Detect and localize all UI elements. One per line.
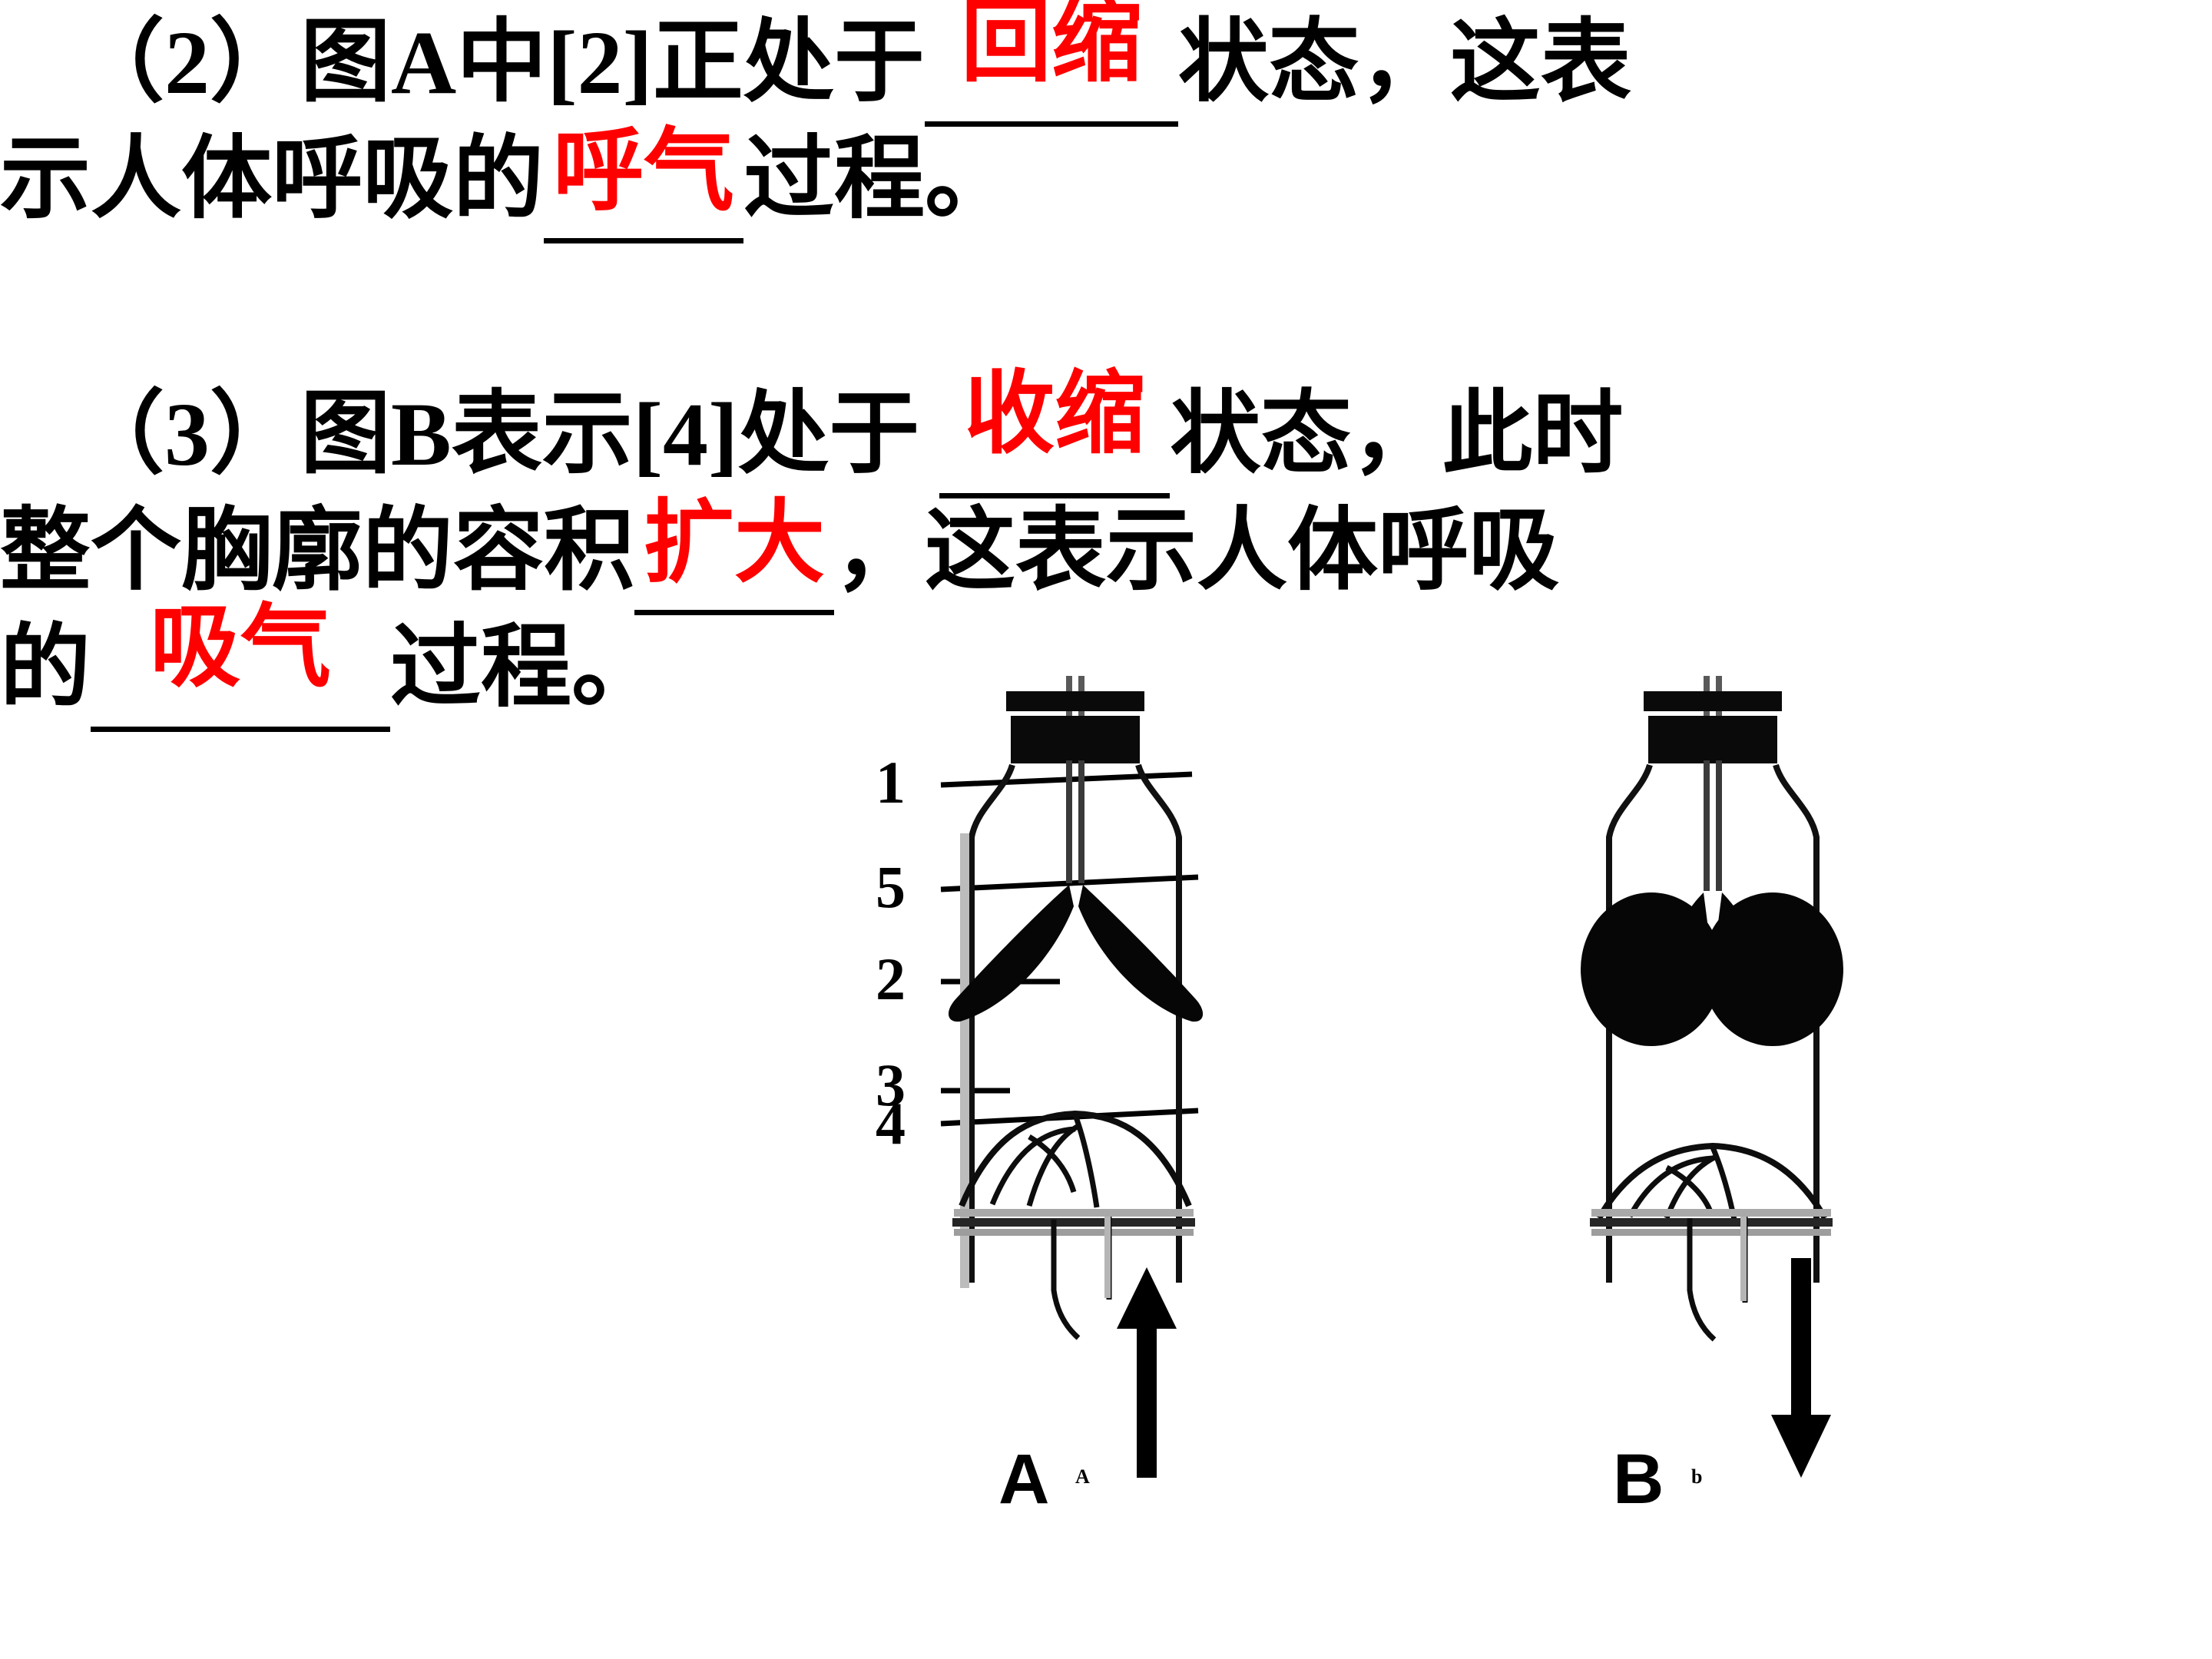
q3-answer-2: 扩大 <box>644 493 826 594</box>
q2-line2-before: 示人体呼吸的 <box>0 129 545 230</box>
panel-a-bell-jar <box>948 676 1204 1478</box>
panel-a-trachea-left <box>1066 760 1072 883</box>
q3-blank-1[interactable]: 收缩 <box>939 364 1171 498</box>
q3-line1-before: 图B表示[4]处于 <box>300 384 920 485</box>
panel-a-diaphragm-fold-3 <box>1072 1114 1100 1208</box>
q3-line-3: 的吸气过程。 <box>0 598 2212 732</box>
callout-label-1: 1 <box>876 749 906 816</box>
panel-b-diaphragm-fold-2 <box>1664 1154 1717 1220</box>
q3-line-1: （3）图B表示[4]处于收缩状态，此时 <box>0 364 2212 498</box>
panel-b-bell-jar <box>1581 676 1843 1478</box>
q2-answer-2: 呼气 <box>553 121 735 222</box>
panel-a-stopper-body <box>1011 716 1140 763</box>
callout-label-4: 4 <box>876 1090 906 1157</box>
question-2-paragraph: （2）图A中[2]正处于回缩状态，这表 示人体呼吸的呼气过程。 <box>0 0 2212 243</box>
q3-line-2: 整个胸廓的容积扩大，这表示人体呼吸 <box>0 493 2212 615</box>
q3-blank-3[interactable]: 吸气 <box>91 598 391 732</box>
panel-a-caption: A <box>998 1440 1050 1518</box>
panel-b-base-rim <box>1590 1218 1833 1227</box>
panel-b-lung-right-apex <box>1714 892 1757 952</box>
q2-line1-after: 状态，这表 <box>1177 12 1631 113</box>
q2-blank-1[interactable]: 回缩 <box>924 0 1178 127</box>
panel-b-stopper-top <box>1644 691 1782 711</box>
q3-line3-before: 的 <box>0 618 91 718</box>
panel-b-direction-arrow-down <box>1771 1258 1831 1478</box>
panel-b-trachea-left <box>1704 760 1710 891</box>
q2-number: （2） <box>74 12 301 113</box>
panel-b-jar-left-shoulder <box>1606 763 1653 1283</box>
panel-b-lung-left-apex <box>1668 892 1711 952</box>
q3-number: （3） <box>74 384 301 485</box>
panel-a-sub-caption: A <box>1075 1465 1090 1488</box>
panel-b-diaphragm-fold-4 <box>1665 1164 1714 1215</box>
q2-line2-after: 过程。 <box>743 129 1016 230</box>
panel-a-diaphragm-fold-2 <box>1026 1123 1080 1207</box>
panel-b-base-shade <box>1591 1229 1831 1236</box>
panel-b-jar-right-shoulder <box>1773 763 1820 1283</box>
panel-a-direction-arrow-up <box>1117 1267 1177 1478</box>
q2-line1-before: 图A中[2]正处于 <box>300 12 925 113</box>
panel-a-diaphragm-fold-4 <box>1028 1134 1077 1194</box>
panel-a-lung-left-deflated <box>948 885 1074 1022</box>
panel-b-pull-string-1 <box>1687 1218 1717 1342</box>
panel-b-pull-string-2-shade <box>1740 1217 1747 1301</box>
q2-line-2: 示人体呼吸的呼气过程。 <box>0 121 2212 243</box>
q2-blank-2[interactable]: 呼气 <box>544 121 744 243</box>
panel-a-jar-left-shoulder <box>969 763 1015 1283</box>
q2-line-1: （2）图A中[2]正处于回缩状态，这表 <box>0 0 2212 127</box>
panel-a-jar-right-shoulder <box>1135 763 1182 1283</box>
panel-b-stopper-body <box>1648 716 1777 763</box>
panel-a-trachea-right <box>1078 760 1084 883</box>
panel-a-pull-string-1 <box>1051 1220 1081 1340</box>
panel-a-base-highlight <box>954 1209 1194 1217</box>
panel-a-base-rim <box>952 1218 1195 1227</box>
bell-jar-model-diagram: 1 5 2 3 4 A A B b <box>799 676 2104 1636</box>
panel-a-jar-wall-left-shade <box>960 833 969 1288</box>
q3-line2-before: 整个胸廓的容积 <box>0 501 635 601</box>
q3-line2-after: ，这表示人体呼吸 <box>834 501 1560 601</box>
callout-label-3: 3 <box>876 1051 906 1118</box>
panel-a-lung-right-deflated <box>1078 885 1204 1022</box>
question-3-paragraph: （3）图B表示[4]处于收缩状态，此时 整个胸廓的容积扩大，这表示人体呼吸 的吸… <box>0 364 2212 732</box>
q3-answer-1: 收缩 <box>964 364 1146 465</box>
panel-a-diaphragm-fold-1 <box>989 1126 1076 1206</box>
q3-line1-after: 状态，此时 <box>1170 384 1624 485</box>
q3-line3-after: 过程。 <box>390 618 663 718</box>
q3-blank-2[interactable]: 扩大 <box>634 493 835 615</box>
panel-b-diaphragm-fold-3 <box>1710 1146 1737 1220</box>
panel-a-base-shade <box>954 1229 1194 1236</box>
panel-b-base-highlight <box>1591 1209 1831 1217</box>
panel-b-diaphragm-dome <box>1596 1142 1828 1220</box>
panel-a-pull-string-2-shade <box>1104 1217 1111 1298</box>
panel-b-trachea-right <box>1716 760 1722 891</box>
callout-label-2: 2 <box>876 945 906 1012</box>
q3-answer-3: 吸气 <box>150 598 332 698</box>
panel-b-sub-caption: b <box>1691 1465 1703 1488</box>
leader-line-4 <box>940 1108 1199 1127</box>
panel-b-caption: B <box>1613 1440 1664 1518</box>
panel-a-stopper-top <box>1006 691 1144 711</box>
panel-b-diaphragm-fold-1 <box>1627 1155 1714 1218</box>
panel-a-diaphragm-dome <box>959 1110 1192 1207</box>
q2-answer-1: 回缩 <box>960 0 1142 93</box>
callout-label-5: 5 <box>876 853 906 920</box>
